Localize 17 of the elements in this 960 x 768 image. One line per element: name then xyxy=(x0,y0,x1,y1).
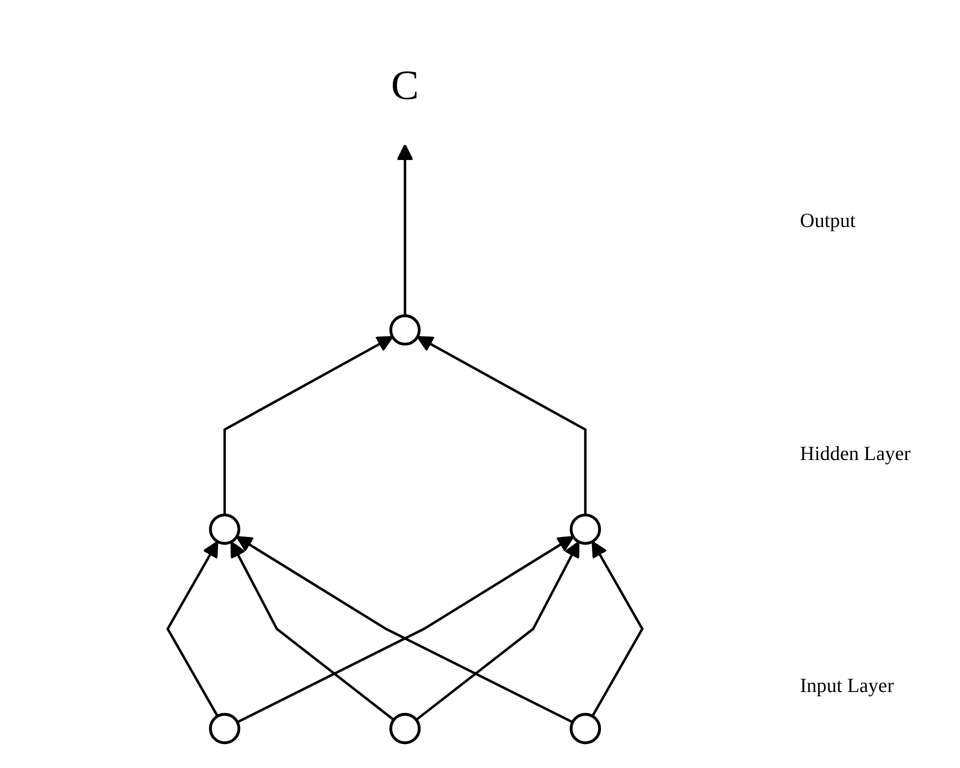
layer-label: Input Layer xyxy=(800,675,895,698)
arrow xyxy=(166,540,219,717)
node-circle xyxy=(570,514,602,545)
arrow xyxy=(230,541,395,721)
arrow xyxy=(223,336,394,515)
node-circle xyxy=(570,712,602,744)
node-text: C xyxy=(391,61,419,109)
node-circle xyxy=(208,712,240,744)
arrow xyxy=(591,540,644,717)
arrow xyxy=(396,144,414,316)
arrow xyxy=(416,336,587,515)
layer-label: Output xyxy=(800,210,857,233)
node-circle xyxy=(389,712,421,744)
layer-label: Hidden Layer xyxy=(800,442,912,466)
node-circle xyxy=(389,314,421,346)
node-circle xyxy=(208,514,240,545)
arrow xyxy=(415,541,580,721)
